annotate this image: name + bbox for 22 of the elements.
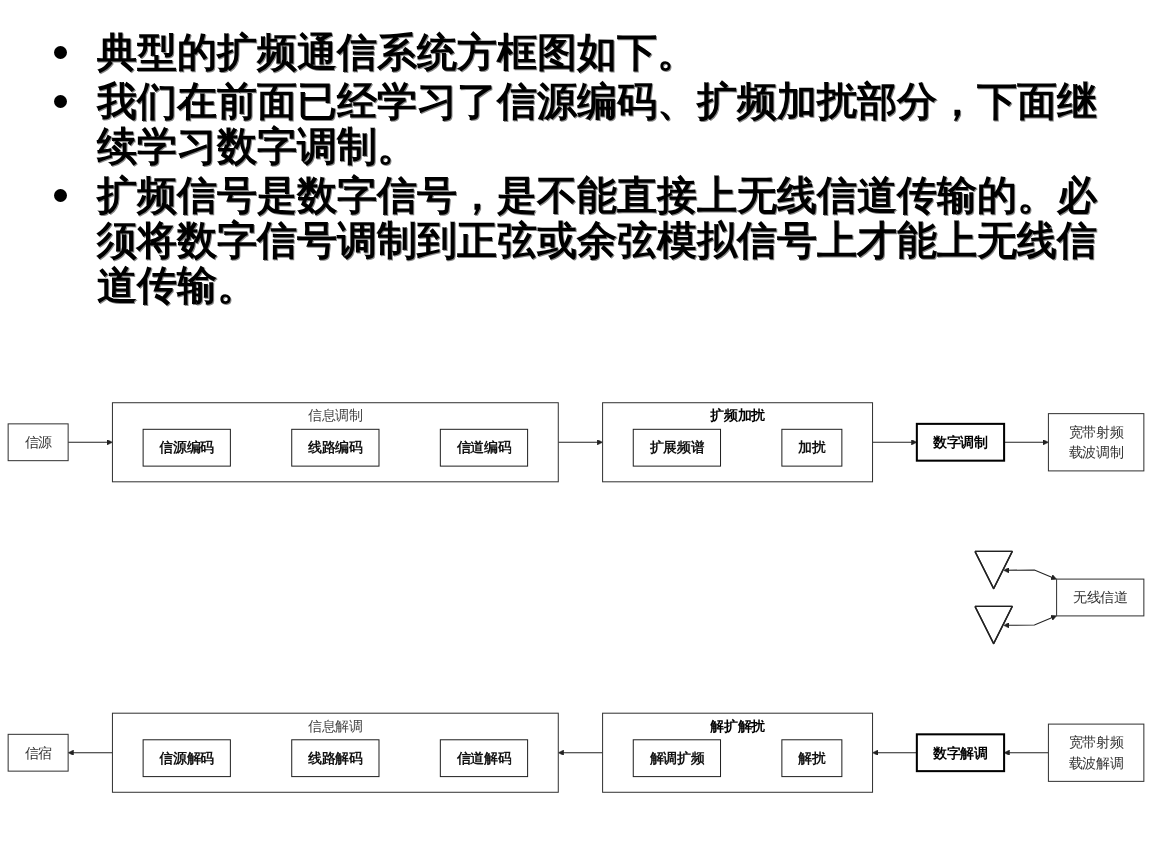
- node-box: 宽带射频载波调制: [1047, 412, 1145, 471]
- node-box: 信道解码: [439, 738, 529, 777]
- node-box: 加扰: [781, 428, 843, 467]
- bullet-text: 典型的扩频通信系统方框图如下。: [97, 30, 697, 75]
- node-box: 无线信道: [1056, 578, 1145, 616]
- bullet-text: 扩频信号是数字信号，是不能直接上无线信道传输的。必须将数字信号调制到正弦或余弦模拟信号上才能上无线信道传输。: [97, 173, 1098, 308]
- node-box: 数字调制: [915, 422, 1006, 462]
- node-box: 信源编码: [142, 428, 231, 467]
- bullet-text: 我们在前面已经学习了信源编码、扩频加扰部分，下面继续学习数字调制。: [97, 79, 1098, 169]
- node-box: 数字解调: [915, 732, 1006, 772]
- arrow: [1003, 566, 1057, 580]
- node-box: 线路解码: [291, 738, 380, 777]
- node-box: 解调扩频: [632, 738, 722, 777]
- node-box: 扩展频谱: [632, 428, 722, 467]
- arrow: [1003, 614, 1057, 628]
- node-box: 解扰: [781, 738, 843, 777]
- node-box: 信宿: [7, 733, 69, 772]
- node-box: 信源解码: [142, 738, 231, 777]
- node-box: 信源: [7, 422, 69, 461]
- node-box: 线路编码: [291, 428, 380, 467]
- node-box: 宽带射频载波解调: [1047, 723, 1145, 782]
- node-box: 信道编码: [439, 428, 529, 467]
